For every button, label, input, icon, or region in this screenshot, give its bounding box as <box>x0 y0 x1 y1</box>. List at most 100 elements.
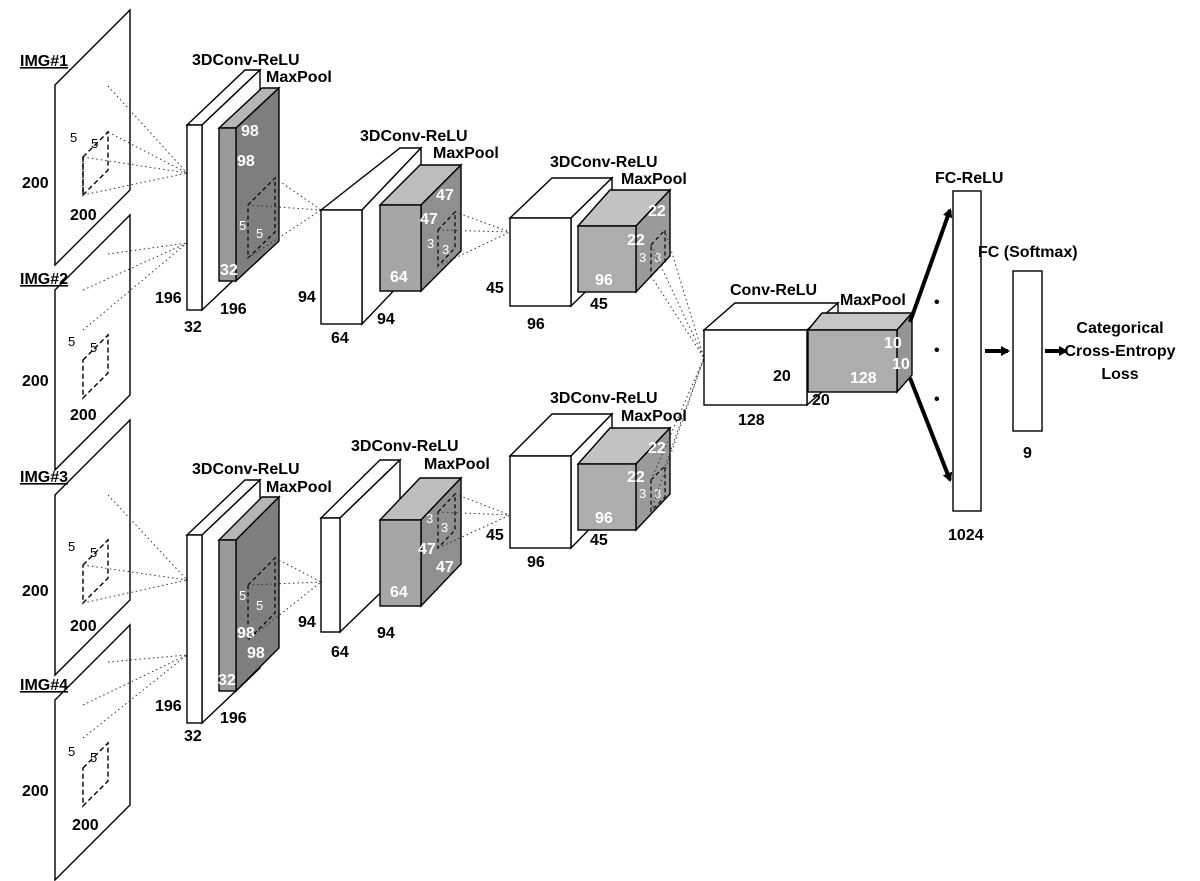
top-s1-pool-w: 98 <box>237 153 255 170</box>
loss-line-3: Loss <box>1101 366 1138 383</box>
bottom-s1-pool-d: 32 <box>218 672 236 689</box>
top-s2-pool-label: MaxPool <box>433 145 499 162</box>
arrow-pool-to-fc1-bottom <box>908 377 953 482</box>
top-stage2-pool-block <box>378 163 463 293</box>
fc2-label: FC (Softmax) <box>978 244 1078 261</box>
bottom-s1-pool-w: 98 <box>247 645 265 662</box>
top-stage3-pool-block <box>576 188 672 294</box>
bottom-stage1-pool-block <box>217 495 281 693</box>
bottom-s1-conv-h: 196 <box>155 698 182 715</box>
img4-height: 200 <box>22 783 49 800</box>
bottom-s3-conv-h: 45 <box>486 527 504 544</box>
img4-kernel-a: 5 <box>68 744 75 759</box>
top-s2-conv-d: 64 <box>331 330 349 347</box>
bottom-s1-conv-label: 3DConv-ReLU <box>192 461 300 478</box>
bottom-s3-pool-d: 96 <box>595 510 613 527</box>
fc2-layer <box>1012 270 1043 432</box>
top-s3-conv-h: 45 <box>486 280 504 297</box>
top-s1-pool-d: 32 <box>220 262 238 279</box>
top-s1-conv-w: 196 <box>220 301 247 318</box>
arrow-pool-to-fc1-top <box>908 208 953 323</box>
fc1-size: 1024 <box>948 527 984 544</box>
top-s3-pool-w: 22 <box>627 232 645 249</box>
top-s2-conv-h: 94 <box>298 289 316 306</box>
bottom-s2-pool-label: MaxPool <box>424 456 490 473</box>
top-s2-kernel-b: 3 <box>442 242 449 257</box>
top-s3-conv-d: 96 <box>527 316 545 333</box>
top-s3-kernel-a: 3 <box>639 250 646 265</box>
input-image-1 <box>54 8 131 267</box>
top-s1-kernel-b: 5 <box>256 226 263 241</box>
bottom-stage2-pool-block <box>378 476 463 608</box>
top-s2-pool-d: 64 <box>390 269 408 286</box>
img4-width: 200 <box>72 817 99 834</box>
img3-title: IMG#3 <box>20 469 68 486</box>
img2-kernel-b: 5 <box>90 340 97 355</box>
fc1-label: FC-ReLU <box>935 170 1003 187</box>
img1-title: IMG#1 <box>20 53 68 70</box>
bottom-s2-conv-label: 3DConv-ReLU <box>351 438 459 455</box>
top-s2-conv-w: 94 <box>377 311 395 328</box>
bottom-s1-conv-d: 32 <box>184 728 202 745</box>
merge-pool-block <box>806 311 914 394</box>
merge-conv-h: 20 <box>773 368 791 385</box>
bottom-stage2-conv-block <box>319 458 402 634</box>
fc1-dot-1: • <box>934 294 940 311</box>
top-s1-conv-d: 32 <box>184 319 202 336</box>
input-image-4 <box>54 623 131 881</box>
bottom-s3-kernel-b: 3 <box>654 486 661 501</box>
top-s2-kernel-a: 3 <box>427 236 434 251</box>
bottom-s1-kernel-a: 5 <box>239 588 246 603</box>
receptive-lines-input <box>82 85 188 739</box>
img4-title: IMG#4 <box>20 677 68 694</box>
bottom-s2-conv-w: 94 <box>377 625 395 642</box>
top-s3-kernel-b: 3 <box>654 250 661 265</box>
bottom-s1-pool-label: MaxPool <box>266 479 332 496</box>
top-s2-pool-h: 47 <box>436 187 454 204</box>
bottom-s2-conv-d: 64 <box>331 644 349 661</box>
bottom-s1-conv-w: 196 <box>220 710 247 727</box>
top-s3-pool-h: 22 <box>648 203 666 220</box>
merge-pool-w: 10 <box>892 356 910 373</box>
bottom-s3-pool-label: MaxPool <box>621 408 687 425</box>
bottom-s3-conv-label: 3DConv-ReLU <box>550 390 658 407</box>
bottom-s1-pool-h: 98 <box>237 625 255 642</box>
bottom-s3-pool-w: 22 <box>627 469 645 486</box>
bottom-s3-conv-d: 96 <box>527 554 545 571</box>
top-s3-pool-label: MaxPool <box>621 171 687 188</box>
top-s1-conv-h: 196 <box>155 290 182 307</box>
bottom-s3-pool-h: 22 <box>648 440 666 457</box>
receptive-lines-merge <box>650 229 705 512</box>
top-stage1-pool-block <box>217 86 281 283</box>
fc2-size: 9 <box>1023 445 1032 462</box>
merge-conv-label: Conv-ReLU <box>730 282 817 299</box>
merge-conv-w: 20 <box>812 392 830 409</box>
bottom-s2-pool-d: 64 <box>390 584 408 601</box>
bottom-s3-kernel-a: 3 <box>639 486 646 501</box>
bottom-s1-kernel-b: 5 <box>256 598 263 613</box>
top-s2-conv-label: 3DConv-ReLU <box>360 128 468 145</box>
img2-kernel-a: 5 <box>68 334 75 349</box>
img1-kernel-b: 5 <box>91 136 98 151</box>
img2-height: 200 <box>22 373 49 390</box>
bottom-s2-kernel-a: 3 <box>426 511 433 526</box>
bottom-s2-pool-h: 47 <box>418 541 436 558</box>
bottom-stage3-pool-block <box>576 426 672 532</box>
loss-line-1: Categorical <box>1076 320 1163 337</box>
merge-conv-d: 128 <box>738 412 765 429</box>
top-s3-pool-d: 96 <box>595 272 613 289</box>
img4-kernel-b: 5 <box>90 750 97 765</box>
merge-pool-h: 10 <box>884 335 902 352</box>
img2-title: IMG#2 <box>20 271 68 288</box>
top-s1-pool-label: MaxPool <box>266 69 332 86</box>
receptive-lines-bottom-s2-s3 <box>437 493 511 549</box>
top-s2-pool-w: 47 <box>420 211 438 228</box>
merge-pool-label: MaxPool <box>840 292 906 309</box>
img3-width: 200 <box>70 618 97 635</box>
loss-line-2: Cross-Entropy <box>1064 343 1175 360</box>
merge-pool-d: 128 <box>850 370 877 387</box>
input-image-3 <box>54 418 131 677</box>
top-s1-pool-h: 98 <box>241 123 259 140</box>
bottom-s3-conv-w: 45 <box>590 532 608 549</box>
receptive-lines-top-s1-s2 <box>247 177 322 259</box>
